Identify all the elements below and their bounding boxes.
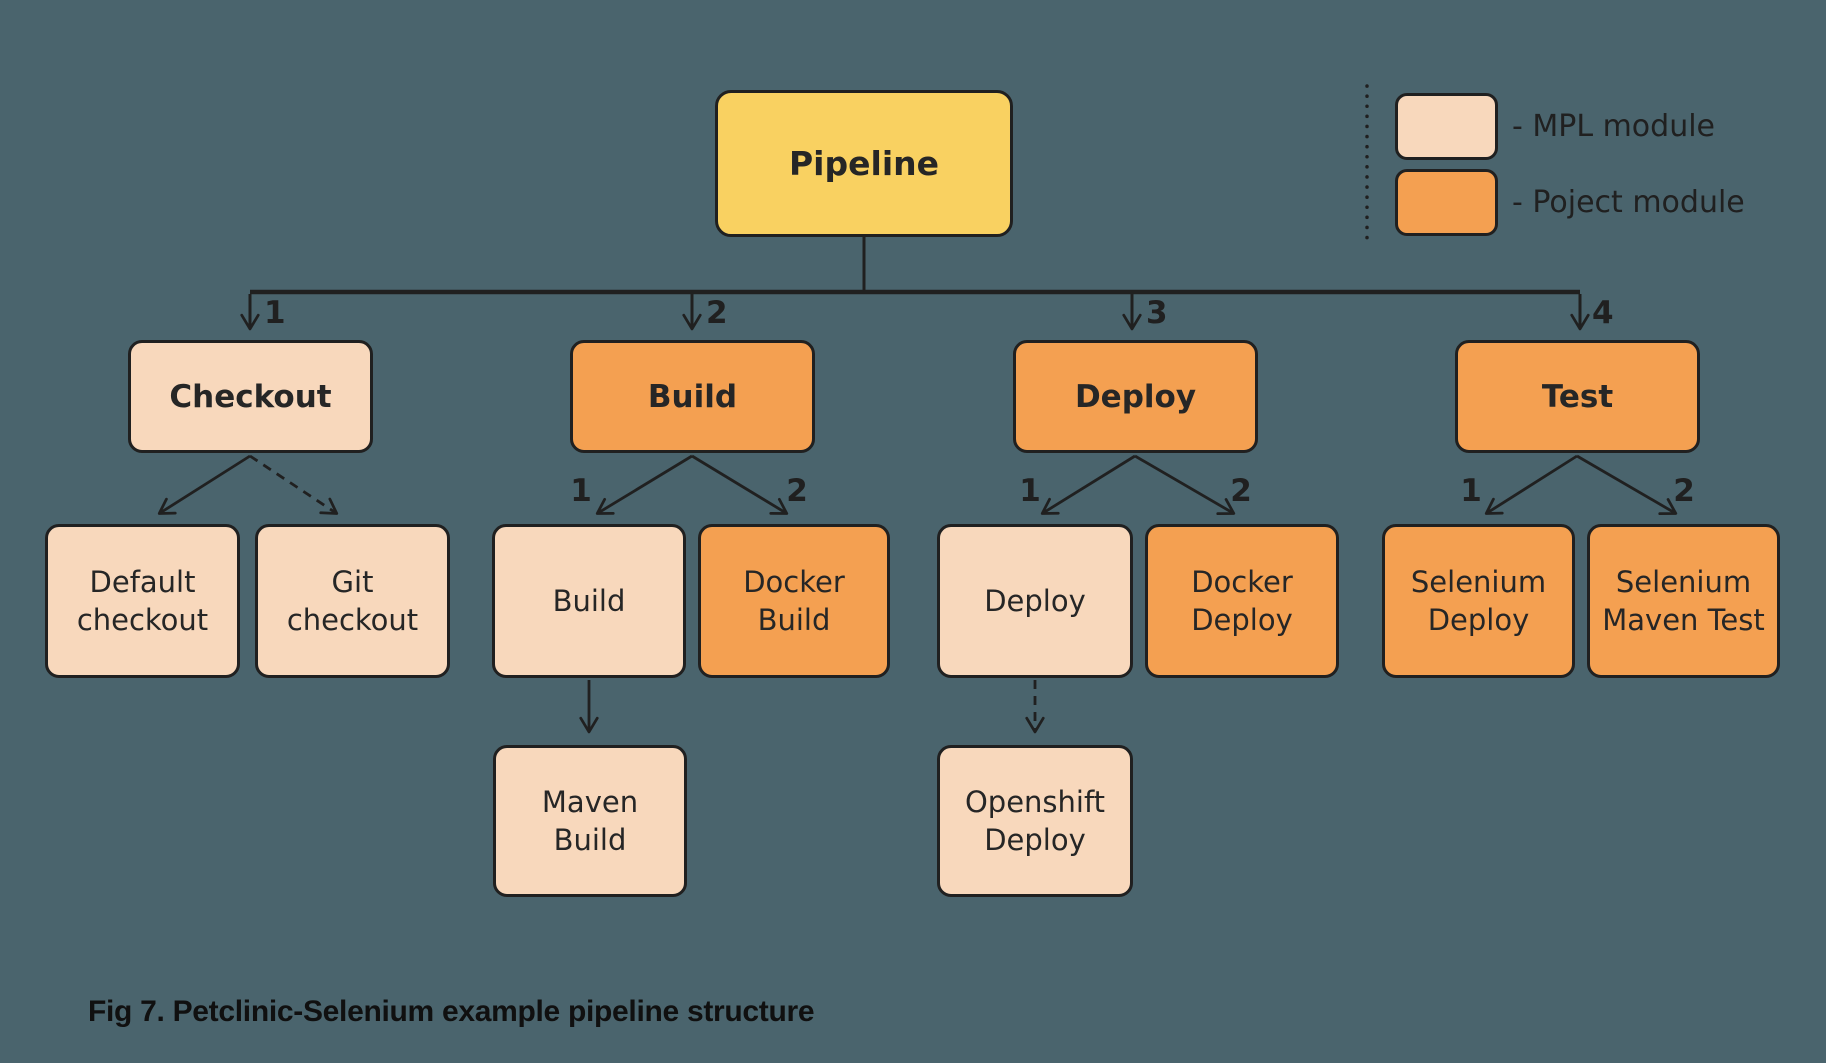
module-number-docker-deploy: 2	[1230, 473, 1252, 509]
edge-checkout-default	[157, 454, 251, 515]
node-module-build: Build	[492, 524, 686, 678]
node-module-selenium-maven-test: Selenium Maven Test	[1587, 524, 1780, 678]
stage-build-label: Build	[647, 378, 738, 415]
module-openshift-deploy-label: Openshift Deploy	[964, 784, 1106, 857]
module-build-label: Build	[552, 583, 626, 618]
stage-number-deploy: 3	[1146, 295, 1168, 331]
stage-number-build: 2	[706, 295, 728, 331]
edge-deploy-deploy	[1040, 454, 1136, 515]
node-module-openshift-deploy: Openshift Deploy	[937, 745, 1133, 897]
node-module-docker-build: Docker Build	[698, 524, 890, 678]
node-module-selenium-deploy: Selenium Deploy	[1382, 524, 1575, 678]
stage-deploy-label: Deploy	[1074, 378, 1197, 415]
stage-checkout-label: Checkout	[169, 378, 332, 415]
node-module-default-checkout: Default checkout	[45, 524, 240, 678]
node-pipeline: Pipeline	[715, 90, 1013, 237]
node-pipeline-label: Pipeline	[789, 144, 939, 183]
figure-caption: Fig 7. Petclinic-Selenium example pipeli…	[88, 995, 815, 1028]
edge-deploy-dockerdeploy	[1134, 454, 1236, 516]
module-docker-deploy-label: Docker Deploy	[1191, 564, 1293, 637]
legend-label-mpl: - MPL module	[1512, 109, 1716, 144]
module-number-deploy: 1	[1019, 473, 1041, 509]
stage-test-label: Test	[1541, 378, 1614, 415]
module-deploy-label: Deploy	[984, 583, 1086, 618]
node-module-deploy: Deploy	[937, 524, 1133, 678]
module-git-checkout-label: Git checkout	[286, 564, 419, 637]
module-number-build: 1	[570, 473, 592, 509]
legend-swatch-mpl	[1395, 93, 1498, 160]
module-selenium-maven-test-label: Selenium Maven Test	[1602, 564, 1765, 637]
module-number-selenium-maven-test: 2	[1673, 473, 1695, 509]
module-docker-build-label: Docker Build	[743, 564, 845, 637]
node-stage-checkout: Checkout	[128, 340, 373, 453]
edge-test-seleniummaventest	[1576, 454, 1678, 516]
node-module-docker-deploy: Docker Deploy	[1145, 524, 1339, 678]
legend-label-project: - Poject module	[1512, 185, 1745, 220]
edge-build-dockerbuild	[691, 454, 789, 515]
node-stage-deploy: Deploy	[1013, 340, 1258, 453]
module-number-selenium-deploy: 1	[1460, 473, 1482, 509]
module-default-checkout-label: Default checkout	[76, 564, 209, 637]
edge-build-build	[595, 454, 693, 515]
edge-checkout-git-dashed	[249, 454, 339, 515]
stage-number-test: 4	[1592, 295, 1614, 331]
module-selenium-deploy-label: Selenium Deploy	[1410, 564, 1547, 637]
edge-test-seleniumdeploy	[1484, 454, 1578, 515]
node-stage-build: Build	[570, 340, 815, 453]
module-maven-build-label: Maven Build	[541, 784, 639, 857]
legend-swatch-project	[1395, 169, 1498, 236]
node-stage-test: Test	[1455, 340, 1700, 453]
node-module-git-checkout: Git checkout	[255, 524, 450, 678]
node-module-maven-build: Maven Build	[493, 745, 687, 897]
module-number-docker-build: 2	[786, 473, 808, 509]
stage-number-checkout: 1	[264, 295, 286, 331]
